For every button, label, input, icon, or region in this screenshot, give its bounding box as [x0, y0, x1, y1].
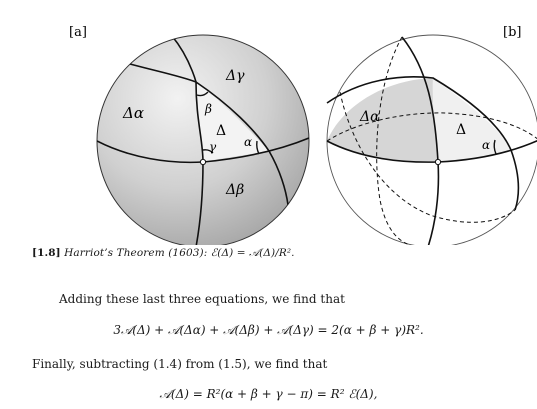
- sphere-a-label-delta-gamma: Δγ: [225, 68, 245, 84]
- angle-arc-alpha: [256, 140, 260, 155]
- figure-label-b: [b]: [503, 25, 521, 40]
- sphere-b-label-delta: Δ: [456, 122, 466, 138]
- sphere-a-label-delta-alpha: Δα: [122, 104, 144, 122]
- sphere-a-angle-beta: β: [204, 102, 212, 116]
- sphere-a: Δα Δγ Δ Δβ β γ α: [96, 34, 310, 245]
- shaded-lune-b: [327, 78, 438, 162]
- third-circle-front-b: [326, 76, 520, 211]
- sphere-b-angle-alpha: α: [482, 138, 490, 152]
- sphere-a-label-delta-beta: Δβ: [225, 182, 244, 198]
- vertex-point-a: [199, 158, 207, 166]
- figure-caption: [1.8] Harriot’s Theorem (1603): ℰ(Δ) = 𝒜…: [32, 247, 295, 260]
- angle-arc-gamma: [202, 149, 214, 154]
- great-circle-meridian: [171, 35, 204, 245]
- sphere-a-angle-gamma: γ: [209, 140, 217, 154]
- sphere-a-angle-alpha: α: [244, 135, 252, 149]
- caption-text: Harriot’s Theorem (1603): ℰ(Δ) = 𝒜(Δ)/R²…: [64, 247, 295, 259]
- sphere-b: Δα Δ α: [326, 34, 537, 245]
- equation-1: 3𝒜(Δ) + 𝒜(Δα) + 𝒜(Δβ) + 𝒜(Δγ) = 2(α + β …: [113, 323, 424, 337]
- sphere-a-label-delta: Δ: [216, 123, 226, 139]
- meridian-back-b: [376, 36, 411, 245]
- equator-back-b: [326, 112, 537, 142]
- paragraph-1: Adding these last three equations, we fi…: [59, 292, 345, 306]
- triangle-region-a: [196, 82, 269, 162]
- angle-arc-beta: [196, 91, 209, 97]
- angle-arc-alpha-b: [493, 139, 497, 155]
- caption-number: [1.8]: [32, 247, 61, 259]
- sphere-b-label-delta-alpha: Δα: [359, 109, 380, 125]
- paragraph-2: Finally, subtracting (1.4) from (1.5), w…: [32, 357, 328, 371]
- triangle-region-b: [432, 78, 511, 162]
- great-circle-third: [129, 63, 289, 206]
- figure-label-a: [a]: [69, 25, 87, 40]
- vertex-point-b: [434, 158, 442, 166]
- figure: Δα Δγ Δ Δβ β γ α [a] Δα Δ α [b]: [69, 25, 537, 245]
- equation-2: 𝒜(Δ) = R²(α + β + γ − π) = R² ℰ(Δ),: [159, 387, 378, 401]
